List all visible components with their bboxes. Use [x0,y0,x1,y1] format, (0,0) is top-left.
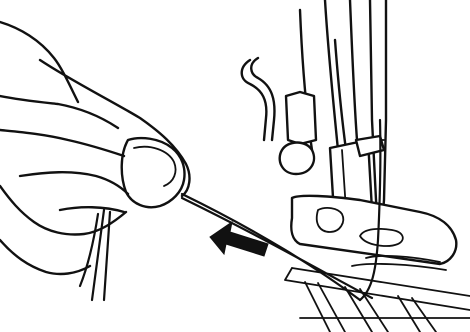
thread-guide [242,58,275,140]
hand [0,22,189,300]
feed-dogs [285,268,470,332]
presser-foot [291,196,456,270]
